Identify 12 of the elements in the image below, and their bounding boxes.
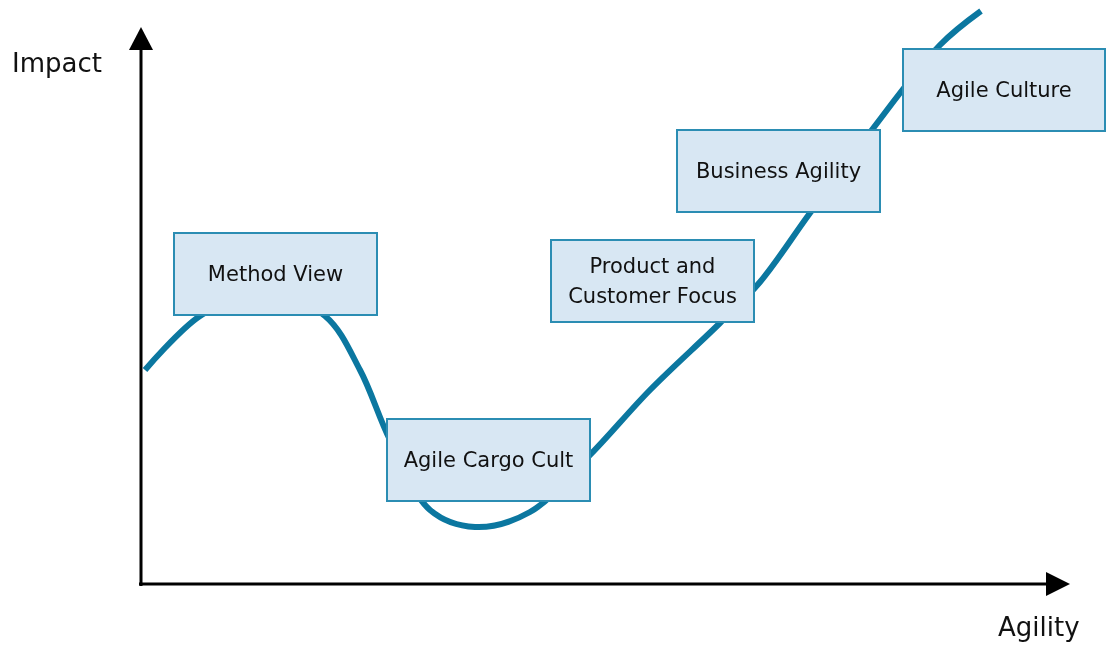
- stage-label: Method View: [207, 261, 344, 288]
- stage-label: Agile Culture: [936, 77, 1072, 104]
- axis-title: Impact: [12, 48, 102, 78]
- stage-box: [550, 239, 755, 323]
- stage-box: [173, 232, 378, 316]
- stage-label: Business Agility: [695, 158, 862, 185]
- stage-label: Product and Customer Focus: [567, 253, 738, 310]
- stage-box: [386, 418, 591, 502]
- stage-box: [676, 129, 881, 213]
- stage-box: [902, 48, 1106, 132]
- stage-label: Agile Cargo Cult: [403, 447, 574, 474]
- axis-title: Agility: [998, 612, 1080, 642]
